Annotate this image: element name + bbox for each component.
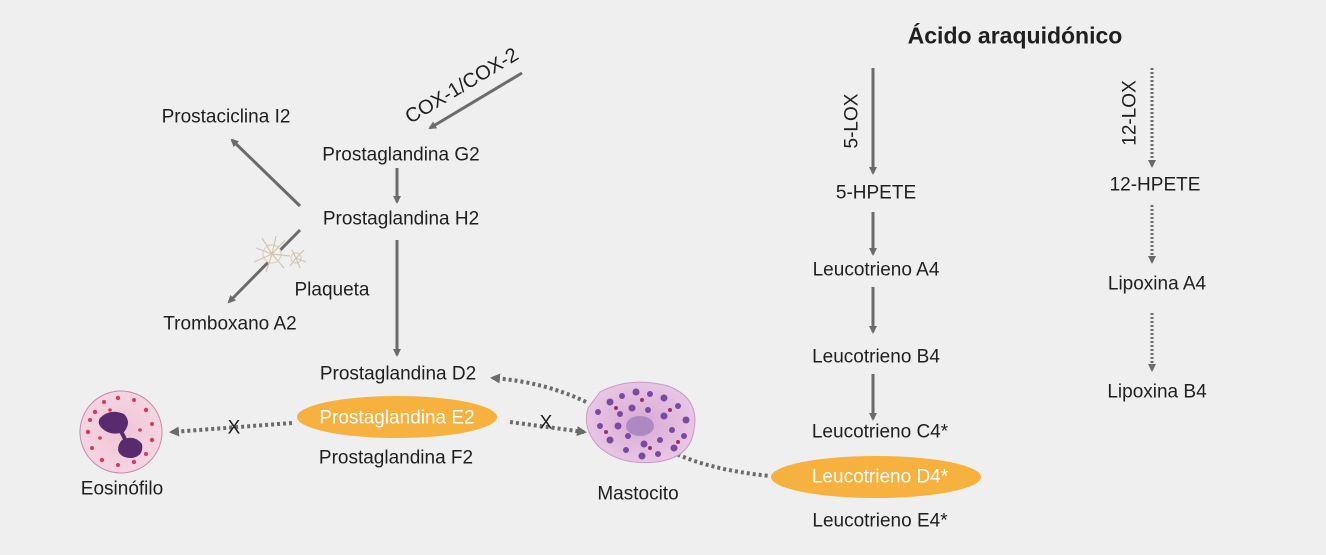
ltd4-highlight: [771, 456, 981, 498]
pgf2-label: Prostaglandina F2: [318, 447, 474, 469]
lxb4-label: Lipoxina B4: [1107, 381, 1207, 403]
12-lox-enzyme-label: 12-LOX: [1119, 80, 1141, 146]
mast-cell-label: Mastocito: [597, 483, 679, 505]
pgg2-label: Prostaglandina G2: [322, 144, 480, 166]
pge2-to-eosinophil-arrow: [169, 421, 293, 437]
eosinophil-label: Eosinófilo: [80, 478, 164, 500]
prostacyclin-label: Prostaciclina I2: [161, 106, 291, 128]
pge2-to-mastcell-arrow: [509, 420, 587, 437]
ltb4-label: Leucotrieno B4: [812, 346, 940, 368]
thromboxane-label: Tromboxano A2: [163, 313, 297, 335]
mastcell-to-ltd4-connector: [671, 450, 771, 478]
platelet-label: Plaqueta: [294, 279, 370, 301]
lxa4-label: Lipoxina A4: [1107, 273, 1207, 295]
lte4-label: Leucotrieno E4*: [812, 510, 948, 532]
pgd2-label: Prostaglandina D2: [319, 363, 477, 385]
mastcell-inhibition-mark: X: [539, 412, 553, 434]
5-lox-enzyme-label: 5-LOX: [841, 93, 863, 149]
lta4-label: Leucotrieno A4: [812, 259, 940, 281]
pge2-label: Prostaglandina E2: [319, 407, 475, 429]
pgh2-label: Prostaglandina H2: [322, 208, 480, 230]
eosinophil-icon: [79, 390, 163, 474]
pgh2-to-prostacyclin-arrow: [230, 138, 302, 208]
mastcell-to-pgd2-arrow: [490, 373, 587, 404]
12-hpete-label: 12-HPETE: [1109, 174, 1201, 196]
eosinophil-inhibition-mark: X: [227, 417, 241, 439]
title: Ácido araquidónico: [907, 22, 1123, 49]
pgh2-to-thromboxane-arrow: [227, 228, 302, 304]
ltd4-label: Leucotrieno D4*: [811, 466, 949, 488]
mast-cell-icon: [585, 381, 696, 464]
pge2-highlight: [297, 396, 497, 438]
platelet-icon: [253, 235, 307, 273]
cox-arrow: [428, 71, 523, 130]
5-hpete-label: 5-HPETE: [835, 182, 917, 204]
ltc4-label: Leucotrieno C4*: [811, 421, 949, 443]
